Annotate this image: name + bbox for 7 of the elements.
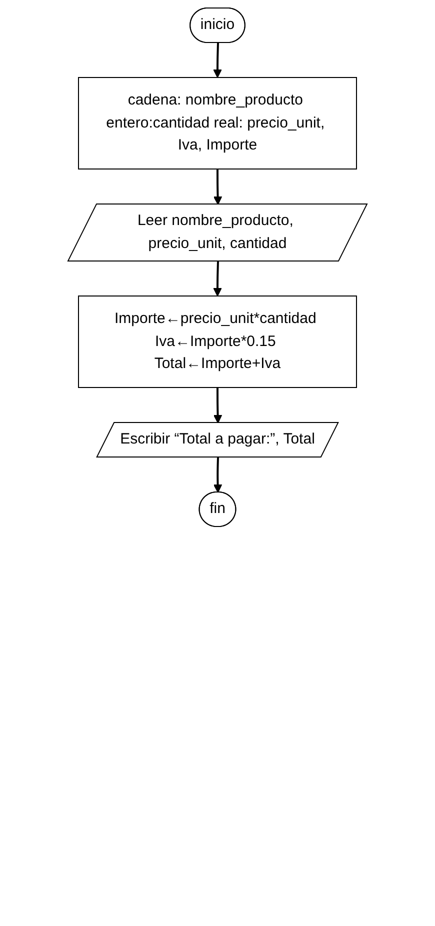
- node-box: cadena: nombre_producto entero:cantidad real: precio_unit, Iva, Importe: [78, 77, 357, 170]
- arrow: [213, 261, 222, 296]
- arrow: [213, 388, 222, 424]
- arrow: [213, 42, 222, 78]
- node-box: Importe←precio_unit*cantidad Iva←Importe*0.15 Total←Importe+Iva: [78, 296, 357, 388]
- arrow: [213, 457, 222, 493]
- arrow: [213, 169, 222, 205]
